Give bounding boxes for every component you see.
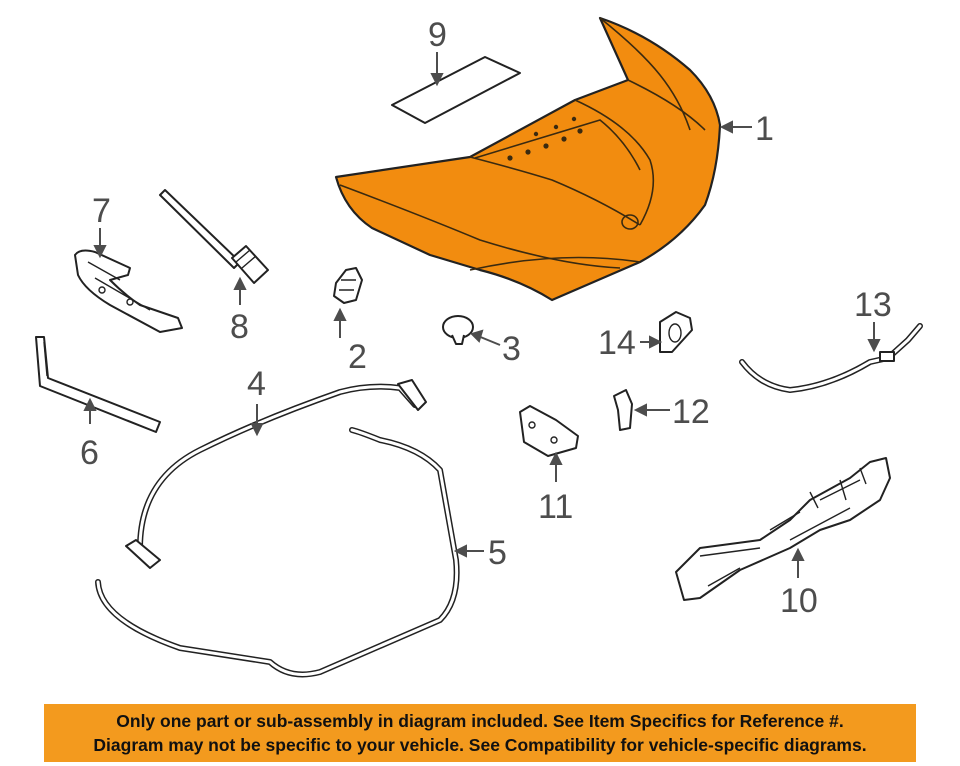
part-2-latch-plug[interactable] (333, 267, 363, 304)
part-1-trunk-lid[interactable] (334, 16, 722, 302)
callout-6: 6 (80, 434, 99, 472)
part-14-striker[interactable] (659, 311, 693, 353)
part-10-reinforcement[interactable] (675, 457, 891, 601)
callout-13: 13 (854, 286, 892, 324)
part-9-panel[interactable] (391, 56, 521, 124)
part-5-seal[interactable] (95, 427, 460, 678)
part-3-bumper[interactable] (442, 315, 474, 345)
part-7-hinge[interactable] (74, 249, 183, 333)
disclaimer-line-2: Diagram may not be specific to your vehi… (93, 735, 867, 755)
callout-2: 2 (348, 338, 367, 376)
disclaimer-banner: Only one part or sub-assembly in diagram… (44, 704, 916, 762)
callout-5: 5 (488, 534, 507, 572)
leader-lines (83, 52, 881, 578)
callout-9: 9 (428, 16, 447, 54)
callout-10: 10 (780, 582, 818, 620)
part-8-gas-strut[interactable] (159, 189, 269, 284)
callout-12: 12 (672, 393, 710, 431)
part-4-seal[interactable] (125, 379, 427, 569)
callout-7: 7 (92, 192, 111, 230)
callout-4: 4 (247, 365, 266, 403)
part-11-bracket[interactable] (519, 405, 579, 457)
callout-3: 3 (502, 330, 521, 368)
callout-14: 14 (598, 324, 636, 362)
part-13-release-cable[interactable] (739, 323, 923, 393)
part-6-weatherstrip[interactable] (35, 336, 161, 433)
callout-8: 8 (230, 308, 249, 346)
part-12-clip[interactable] (613, 389, 633, 431)
parts-diagram: 1 2 3 4 5 6 7 8 9 10 11 12 13 14 (35, 16, 923, 678)
disclaimer-line-1: Only one part or sub-assembly in diagram… (116, 711, 844, 731)
callout-11: 11 (538, 488, 573, 526)
callout-1: 1 (755, 110, 774, 148)
